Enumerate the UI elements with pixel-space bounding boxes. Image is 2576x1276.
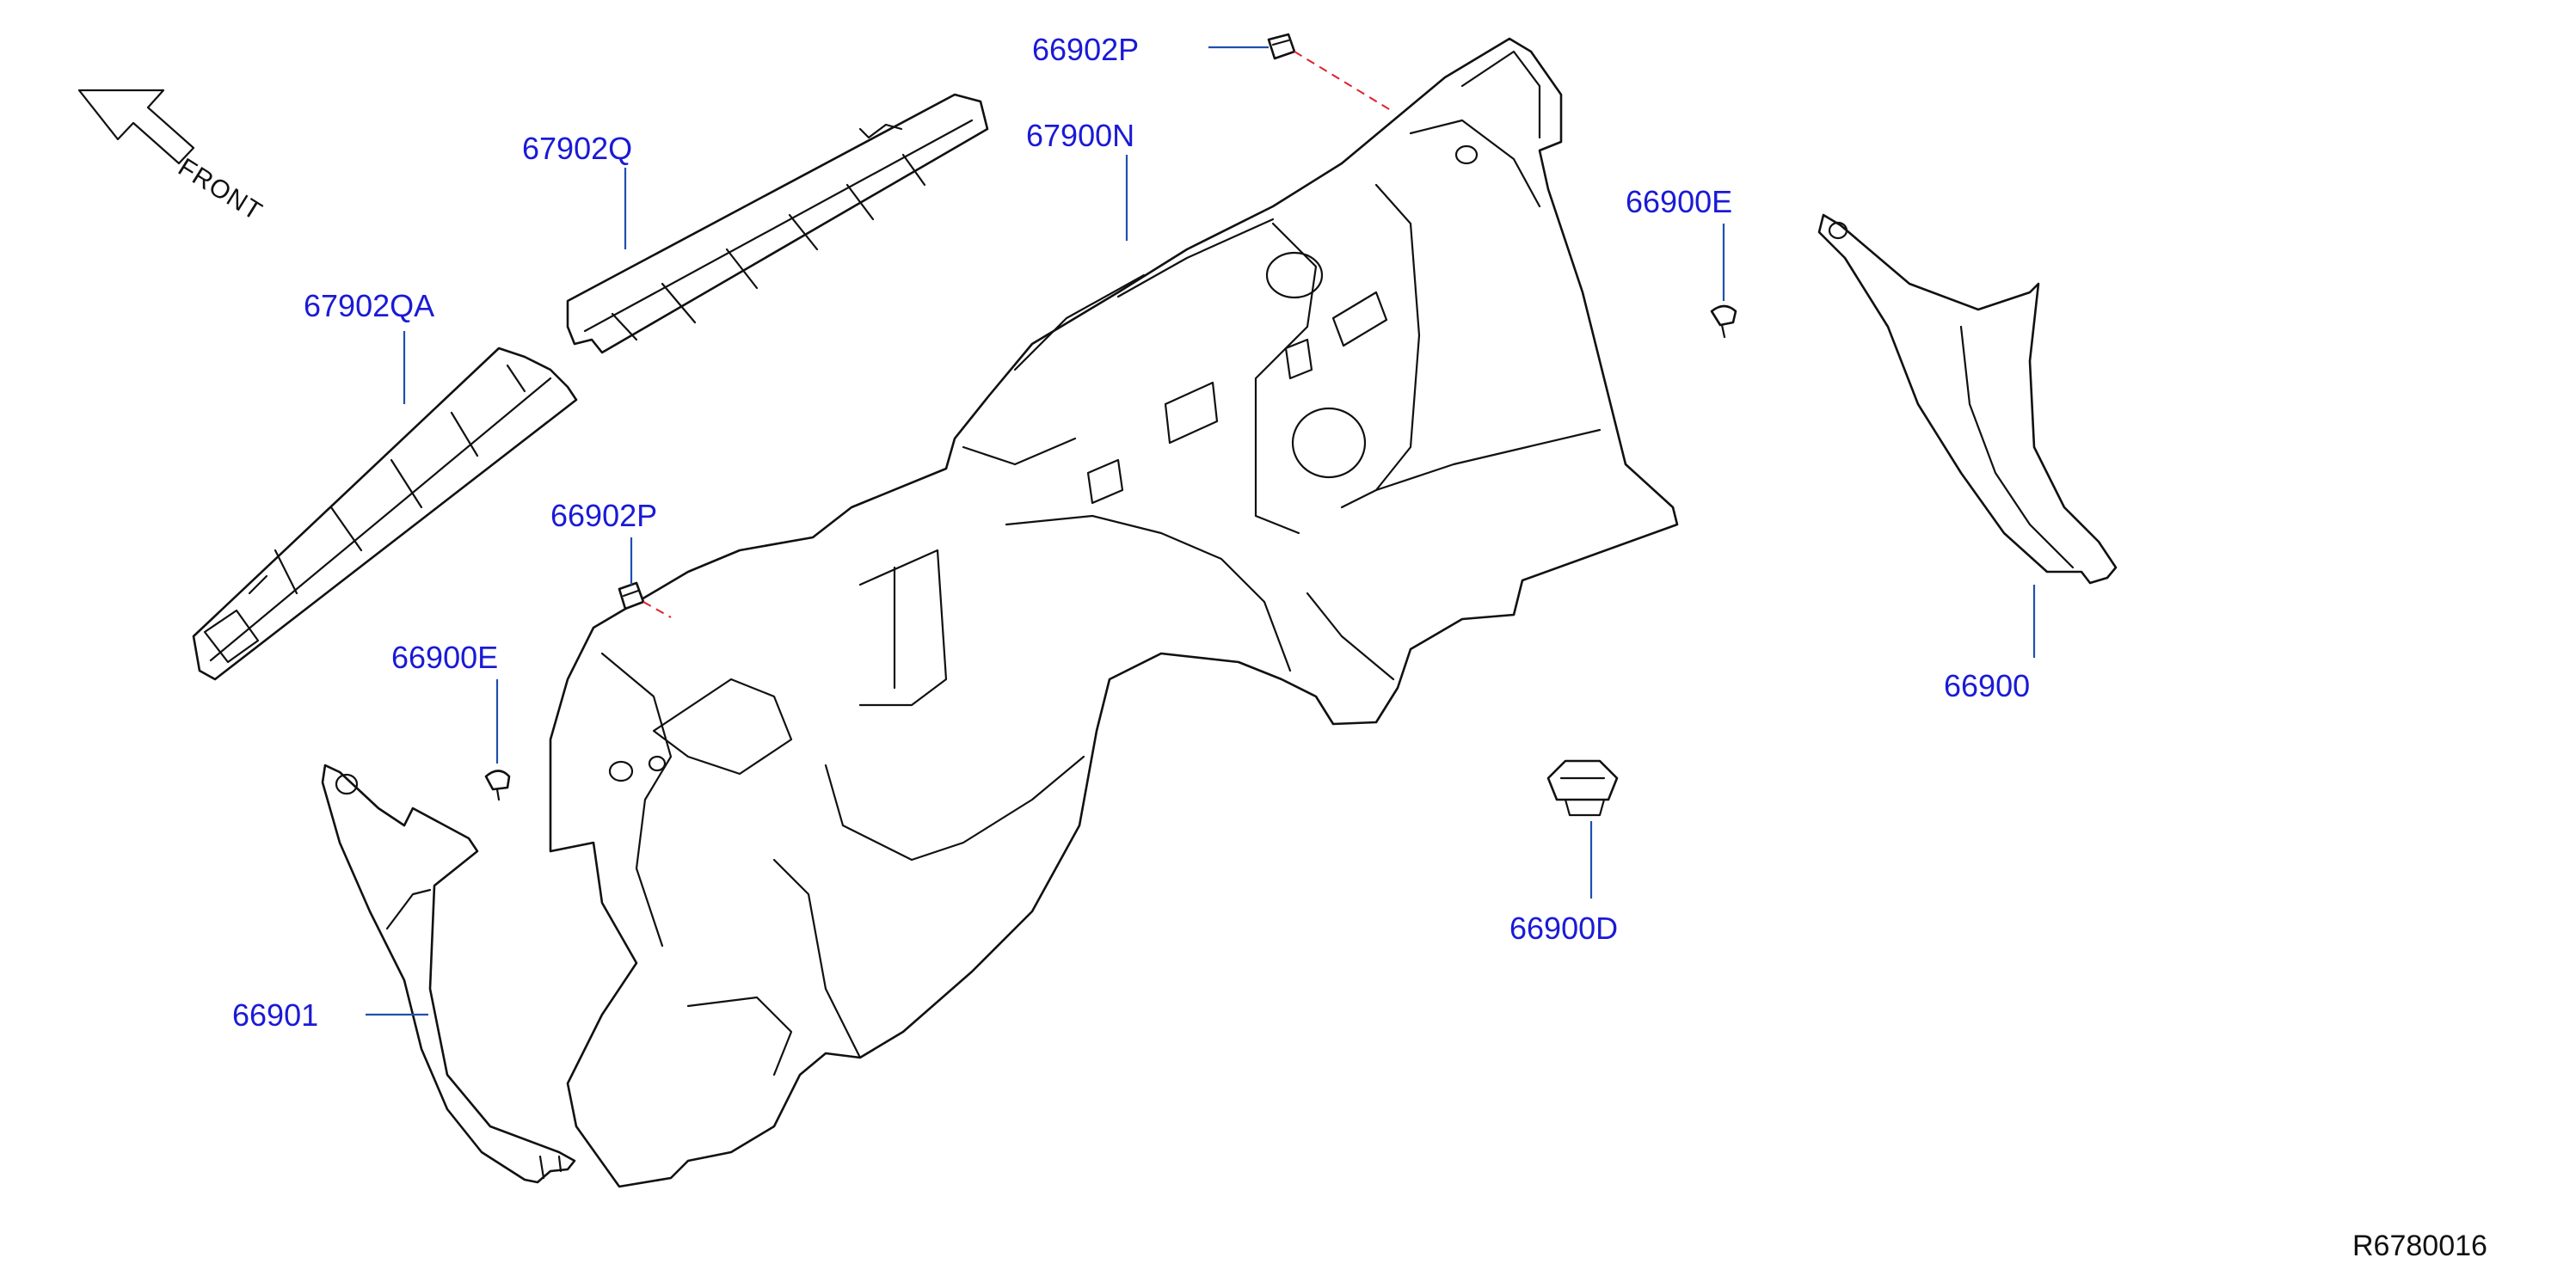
callout-grommet-left: 66900E bbox=[391, 640, 498, 675]
diagram-reference-number: R6780016 bbox=[2352, 1230, 2487, 1262]
grommet-left-part bbox=[484, 770, 511, 801]
insulator-upper-part bbox=[566, 93, 989, 354]
callout-insulator-main: 67900N bbox=[1026, 118, 1134, 153]
callout-clip-top: 66902P bbox=[1032, 32, 1139, 67]
callout-insulator-upper: 67902Q bbox=[522, 131, 632, 166]
clip-top-part bbox=[1267, 33, 1296, 60]
clip-center-part bbox=[1546, 759, 1619, 817]
insulator-lower-part bbox=[192, 347, 578, 681]
callout-trim-left: 66901 bbox=[232, 997, 318, 1033]
trim-left-part bbox=[321, 764, 576, 1184]
callout-clip-center: 66900D bbox=[1509, 911, 1618, 946]
callout-clip-left: 66902P bbox=[550, 498, 657, 533]
trim-right-part bbox=[1817, 213, 2118, 585]
insulator-main-part bbox=[549, 37, 1679, 1188]
callout-insulator-lower: 67902QA bbox=[304, 288, 434, 323]
callout-grommet-right: 66900E bbox=[1626, 184, 1732, 219]
callout-trim-right: 66900 bbox=[1944, 668, 2030, 703]
clip-top-dashed-line bbox=[1294, 51, 1394, 113]
grommet-right-part bbox=[1710, 304, 1737, 339]
clip-left-dashed-line bbox=[642, 601, 672, 618]
front-direction-label: FRONT bbox=[173, 153, 267, 226]
front-arrow-icon bbox=[77, 89, 195, 165]
